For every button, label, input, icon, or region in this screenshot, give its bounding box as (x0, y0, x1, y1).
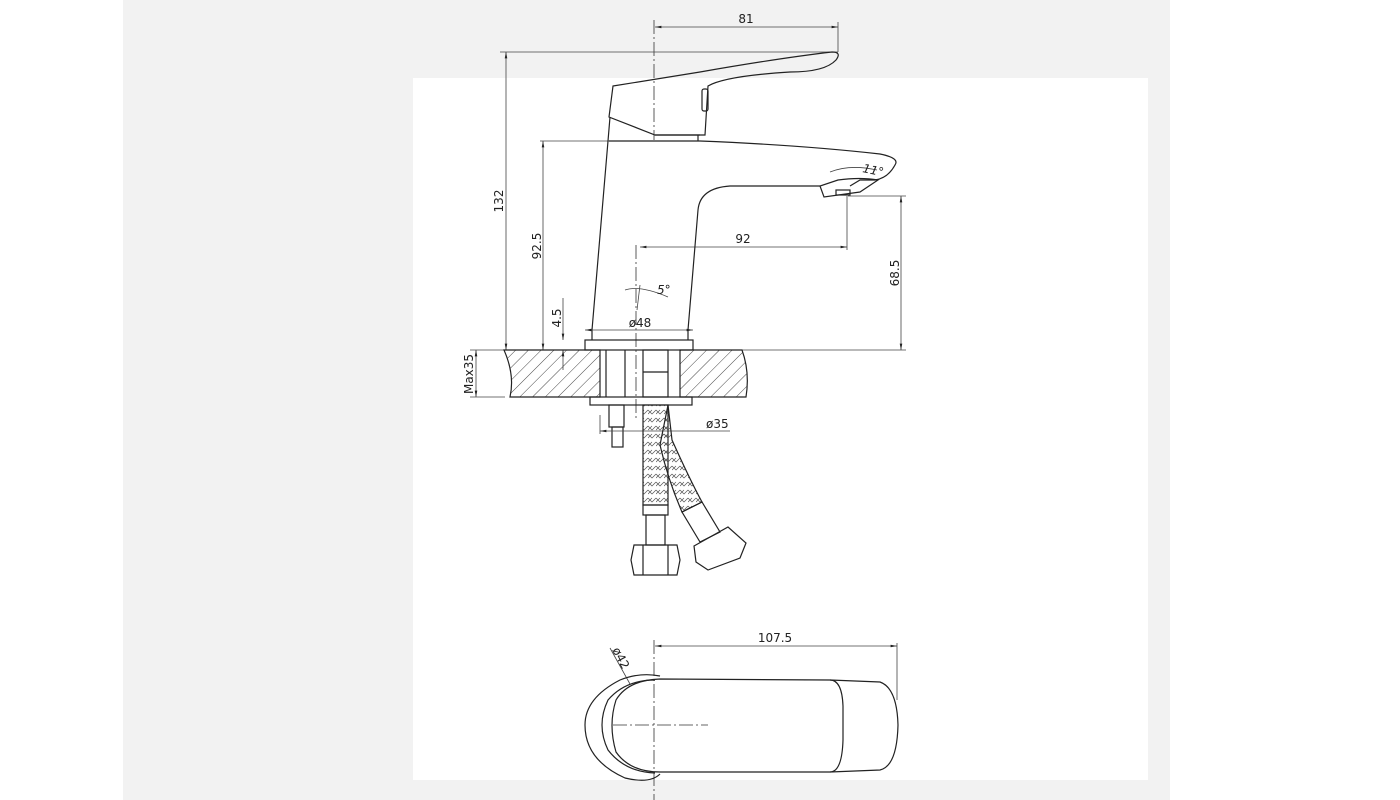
angle-5: 5° (624, 283, 671, 311)
dim-label-81: 81 (738, 12, 753, 26)
dimension-81: 81 (655, 12, 839, 52)
dimension-max35: Max35 (462, 349, 505, 398)
dimension-132: 132 (492, 51, 838, 350)
faucet-top-view (584, 674, 899, 781)
angle-11: 11° (829, 161, 885, 179)
dimension-d42: ø42 (609, 645, 632, 685)
dimension-107-5: 107.5 (655, 631, 898, 700)
dim-label-92-5: 92.5 (530, 233, 544, 260)
mounting-stud (608, 404, 625, 448)
dimension-92: 92 (640, 196, 848, 250)
dim-label-132: 132 (492, 190, 506, 213)
dim-label-d42: ø42 (609, 645, 632, 672)
dim-label-68-5: 68.5 (888, 260, 902, 287)
drawing-sheet (413, 78, 1148, 780)
dim-label-107-5: 107.5 (758, 631, 792, 645)
dimension-92-5: 92.5 (530, 140, 609, 350)
faucet-handle (608, 51, 839, 141)
dim-label-4-5: 4.5 (550, 308, 564, 327)
dim-label-d48: ø48 (629, 316, 652, 330)
dim-label-d35: ø35 (706, 417, 729, 431)
dim-label-5-deg: 5° (657, 283, 671, 297)
dim-label-92: 92 (735, 232, 750, 246)
faucet-body (584, 116, 897, 351)
dimension-68-5: 68.5 (505, 195, 906, 351)
supply-hose-right (659, 404, 747, 571)
dim-label-11-deg: 11° (861, 161, 885, 179)
dimension-d48: ø48 (585, 316, 693, 332)
dim-label-max35: Max35 (462, 354, 476, 394)
countertop-section (503, 349, 748, 406)
